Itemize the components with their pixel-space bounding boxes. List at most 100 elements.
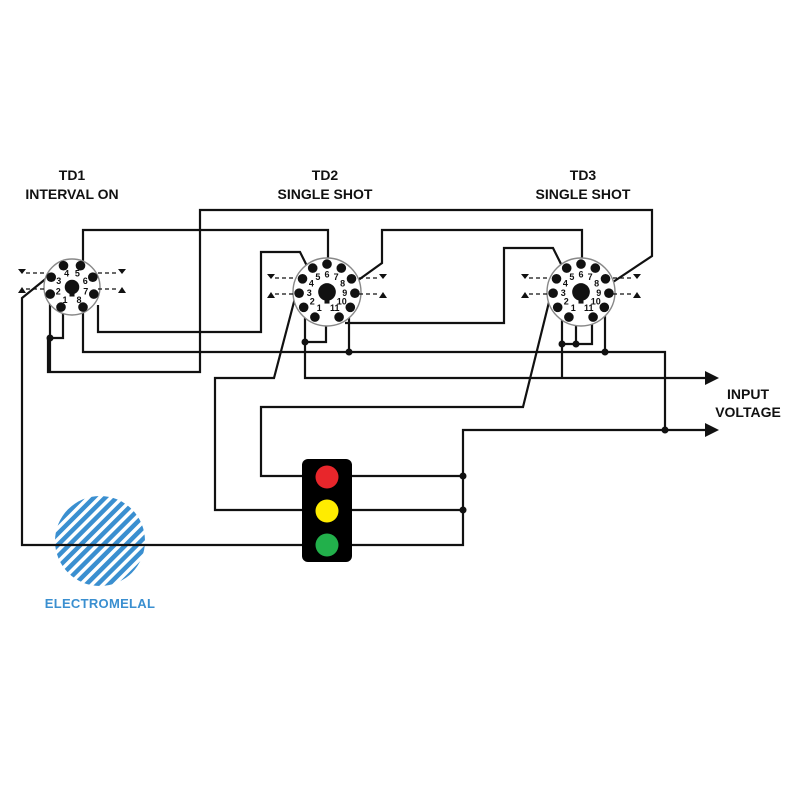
- wire-td2-11-td3-5: [345, 246, 564, 325]
- pin-label: 9: [596, 288, 601, 298]
- contact-left-icon: [267, 274, 295, 298]
- yellow-lamp: [315, 499, 339, 523]
- wire-td1-3-green: [20, 276, 302, 547]
- junction-dot: [661, 426, 669, 434]
- input-arrow-bottom-icon: [705, 423, 719, 437]
- pin-label: 6: [83, 276, 88, 286]
- triangle-up-icon: [633, 292, 641, 298]
- pin-7: [590, 263, 601, 273]
- triangle-up-icon: [521, 292, 529, 298]
- pin-4: [551, 274, 562, 284]
- wire-td2-5: [96, 250, 310, 334]
- junction-dot: [459, 472, 467, 480]
- junction-dot: [558, 340, 566, 348]
- socket-key-notch-icon: [578, 298, 584, 304]
- input-arrow-top-icon: [705, 371, 719, 385]
- pin-label: 1: [62, 295, 67, 305]
- socket-key-notch-icon: [324, 298, 330, 304]
- td2-mode: SINGLE SHOT: [278, 186, 373, 202]
- electromelal-logo: ELECTROMELAL: [45, 496, 155, 611]
- pin-2: [298, 302, 309, 313]
- wire-td2-3-yellow: [213, 297, 302, 512]
- pin-10: [345, 302, 356, 313]
- pin-11: [334, 312, 344, 322]
- pin-3: [46, 272, 56, 283]
- pin-label: 8: [594, 279, 599, 289]
- pin-5: [561, 263, 572, 273]
- pin-1: [56, 302, 66, 312]
- pin-3: [548, 288, 558, 299]
- triangle-up-icon: [379, 292, 387, 298]
- socket-key-icon: [572, 283, 590, 301]
- pin-label: 2: [56, 287, 61, 297]
- triangle-down-icon: [267, 274, 275, 279]
- pin-10: [599, 302, 610, 313]
- triangle-up-icon: [267, 292, 275, 298]
- wire-light-green-right: [352, 476, 465, 547]
- pin-label: 5: [315, 272, 320, 282]
- contact-right-icon: [613, 274, 641, 298]
- td3-mode: SINGLE SHOT: [536, 186, 631, 202]
- junction-dot: [345, 348, 353, 356]
- wire-td2-1: [305, 322, 328, 344]
- triangle-up-icon: [18, 287, 26, 293]
- junction-dot: [46, 334, 54, 342]
- junction-dot: [301, 338, 309, 346]
- pin-label: 8: [340, 279, 345, 289]
- pin-label: 11: [584, 303, 594, 313]
- pin-label: 2: [310, 297, 315, 307]
- triangle-up-icon: [118, 287, 126, 293]
- green-lamp: [315, 533, 339, 557]
- pin-label: 7: [83, 287, 88, 297]
- pin-label: 1: [317, 303, 322, 313]
- pin-6: [576, 259, 586, 269]
- pin-label: 4: [563, 279, 568, 289]
- traffic-light: [302, 459, 352, 562]
- pin-label: 5: [569, 272, 574, 282]
- pin-6: [322, 259, 332, 269]
- junction-dot: [459, 506, 467, 514]
- pin-label: 7: [334, 272, 339, 282]
- pin-label: 8: [76, 295, 81, 305]
- pin-label: 3: [307, 288, 312, 298]
- wires: [20, 208, 705, 547]
- wire-td1-1: [50, 305, 65, 340]
- pin-1: [564, 312, 574, 322]
- pin-label: 3: [56, 276, 61, 286]
- pin-4: [297, 274, 308, 284]
- pin-7: [336, 263, 347, 273]
- pin-label: 3: [561, 288, 566, 298]
- pin-6: [88, 272, 98, 283]
- pin-label: 4: [64, 269, 69, 279]
- pin-8: [600, 274, 611, 284]
- pin-9: [350, 288, 360, 299]
- contact-right-icon: [359, 274, 387, 298]
- junctions: [46, 334, 669, 514]
- pin-label: 4: [309, 279, 314, 289]
- pin-label: 11: [330, 303, 340, 313]
- socket-key-icon: [318, 283, 336, 301]
- junction-dot: [601, 348, 609, 356]
- pin-label: 6: [578, 269, 583, 279]
- triangle-down-icon: [633, 274, 641, 279]
- pin-2: [45, 289, 55, 299]
- wire-td3-8-top: [46, 208, 654, 374]
- pin-label: 7: [588, 272, 593, 282]
- red-lamp: [315, 465, 339, 489]
- pin-label: 2: [564, 297, 569, 307]
- pin-9: [604, 288, 614, 299]
- wire-td1-8: [81, 305, 562, 354]
- pin-8: [78, 302, 88, 312]
- input-label-line1: INPUT: [727, 386, 769, 402]
- pin-4: [58, 260, 69, 271]
- pin-11: [588, 312, 598, 322]
- wire-td1-5-td2-6: [81, 228, 330, 265]
- contact-right-icon: [98, 269, 126, 293]
- pin-2: [552, 302, 563, 313]
- pin-8: [346, 274, 357, 284]
- junction-dot: [572, 340, 580, 348]
- logo-emblem-icon: [55, 496, 145, 586]
